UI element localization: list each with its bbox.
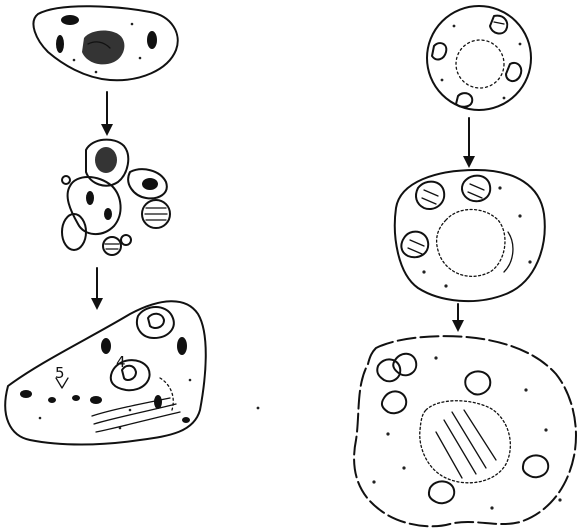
right-cell-middle xyxy=(395,170,545,301)
arrow-down xyxy=(91,268,103,310)
arrow-down xyxy=(101,92,113,136)
left-cell-bottom xyxy=(5,301,206,444)
left-cell-top xyxy=(33,6,177,80)
mitochondrion xyxy=(137,307,174,338)
arrow-down xyxy=(452,304,464,332)
label-granule-number: 5 xyxy=(55,366,65,381)
right-cell-top xyxy=(427,6,531,110)
mitochondrion xyxy=(147,31,157,49)
left-cell-fragmenting xyxy=(62,140,170,255)
mitochondrion xyxy=(61,15,79,25)
label-mitochondrion-number: 4 xyxy=(116,355,126,370)
arrow-down xyxy=(463,118,475,168)
right-cell-bottom xyxy=(354,336,576,526)
mitochondrion xyxy=(56,35,64,53)
